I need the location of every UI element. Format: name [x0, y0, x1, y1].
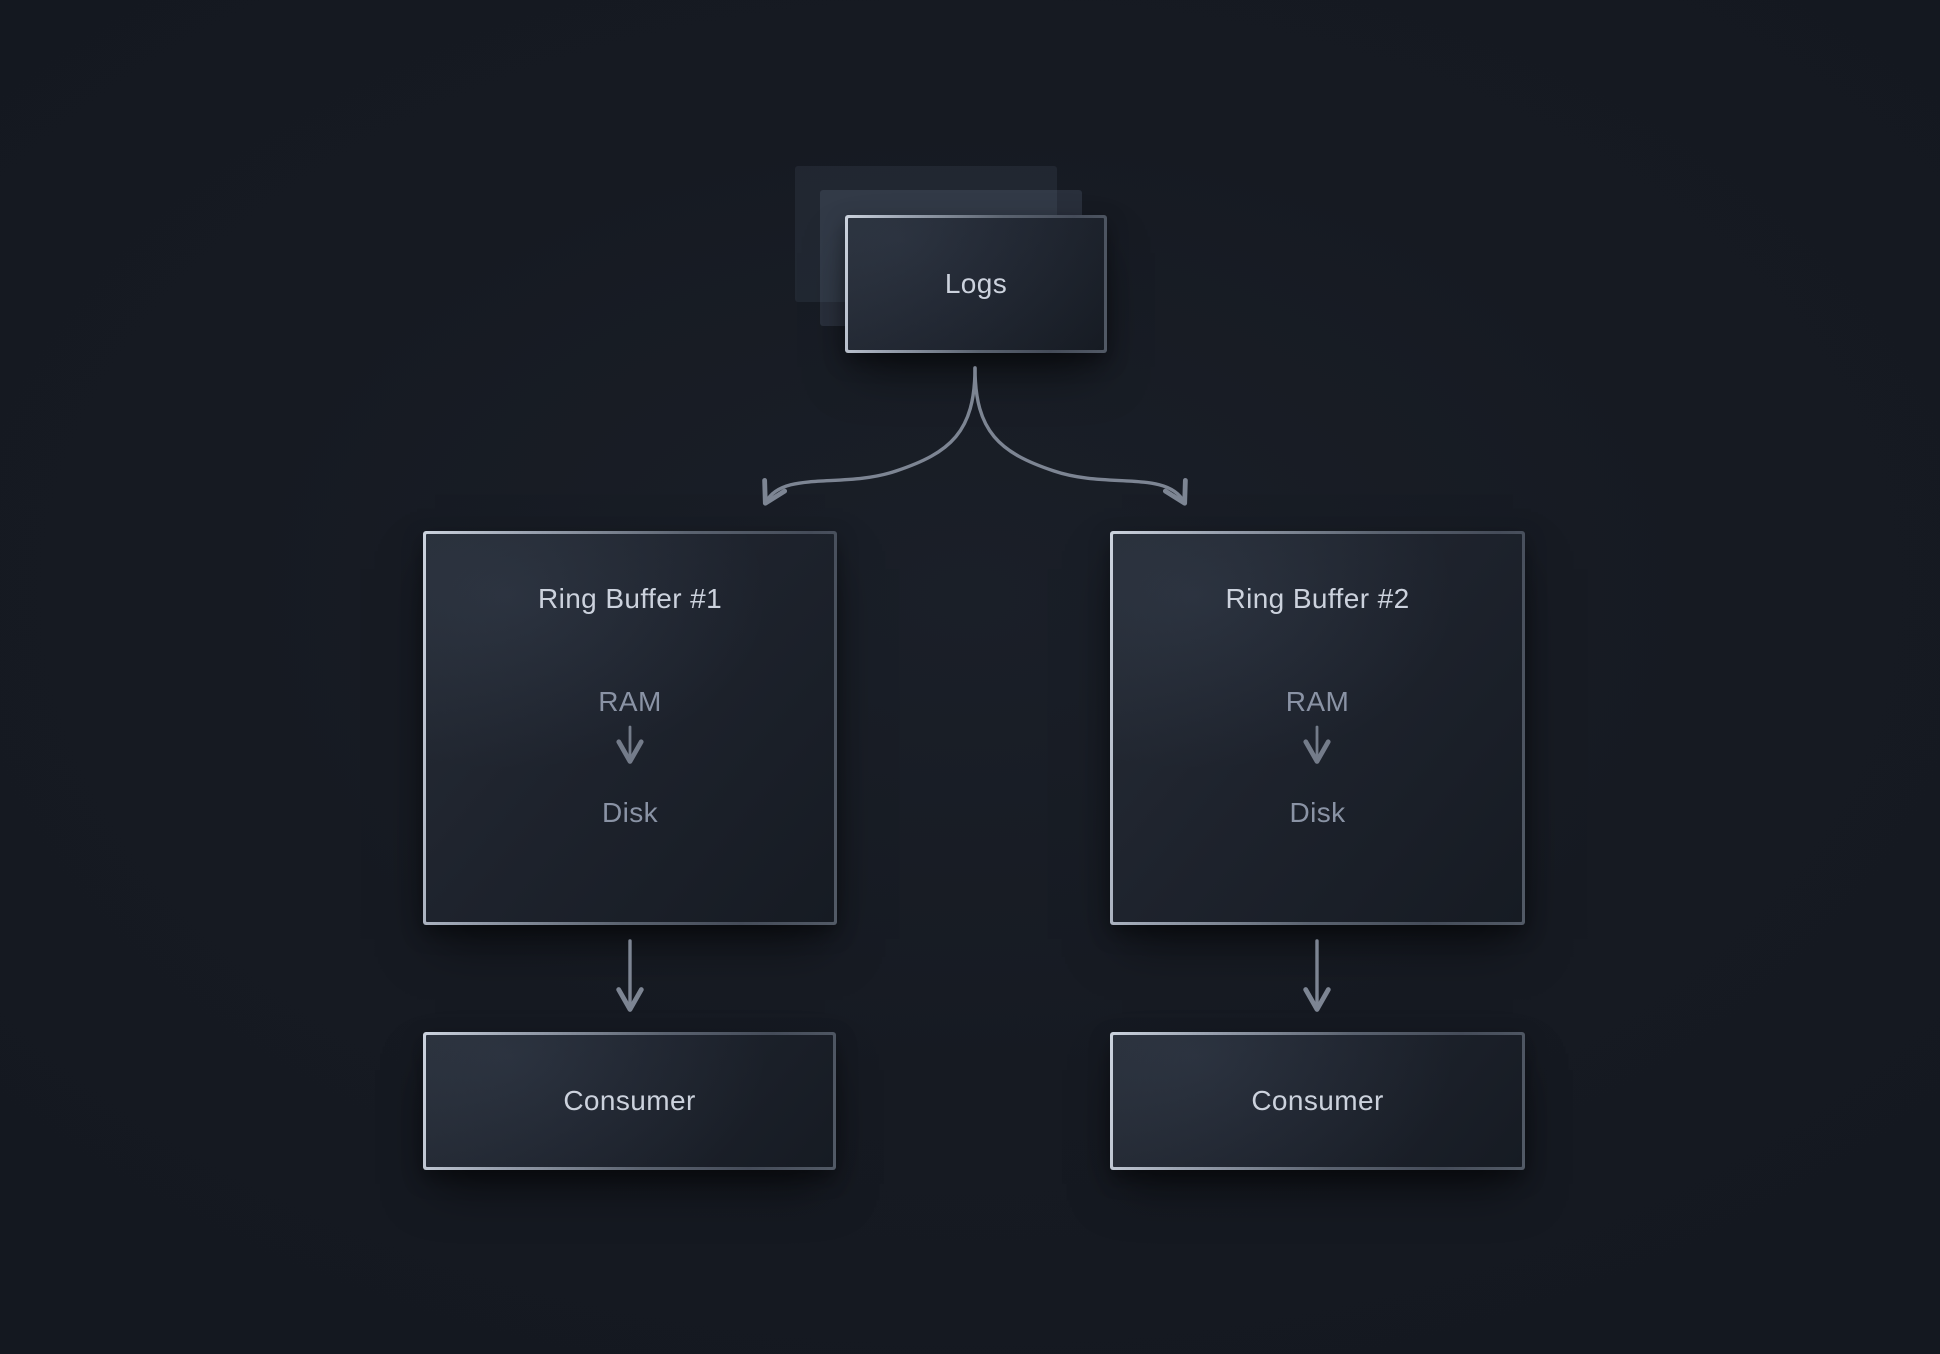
- ring-buffer-2-ram-label: RAM: [1285, 686, 1350, 717]
- ring-buffer-1-node: Ring Buffer #1 RAM Disk: [423, 531, 837, 925]
- ring-buffer-2-disk-label: Disk: [1289, 797, 1346, 828]
- ring-buffer-2-node: Ring Buffer #2 RAM Disk: [1110, 531, 1525, 925]
- consumer-1-node: Consumer: [423, 1032, 836, 1170]
- consumer-2-label: Consumer: [1251, 1085, 1384, 1116]
- ring-buffer-1-disk-label: Disk: [601, 797, 659, 828]
- ring-buffer-1-title: Ring Buffer #1: [537, 583, 723, 614]
- consumer-1-label: Consumer: [563, 1085, 696, 1116]
- logs-to-ring-buffer-1-arrow: [762, 366, 977, 506]
- ring-buffer-2-title: Ring Buffer #2: [1225, 583, 1410, 614]
- consumer-2-node: Consumer: [1110, 1032, 1525, 1170]
- logs-node: Logs: [845, 215, 1107, 353]
- logs-label: Logs: [944, 268, 1008, 299]
- ring-buffer-1-ram-label: RAM: [598, 686, 662, 717]
- logs-to-ring-buffer-2-arrow: [973, 366, 1188, 506]
